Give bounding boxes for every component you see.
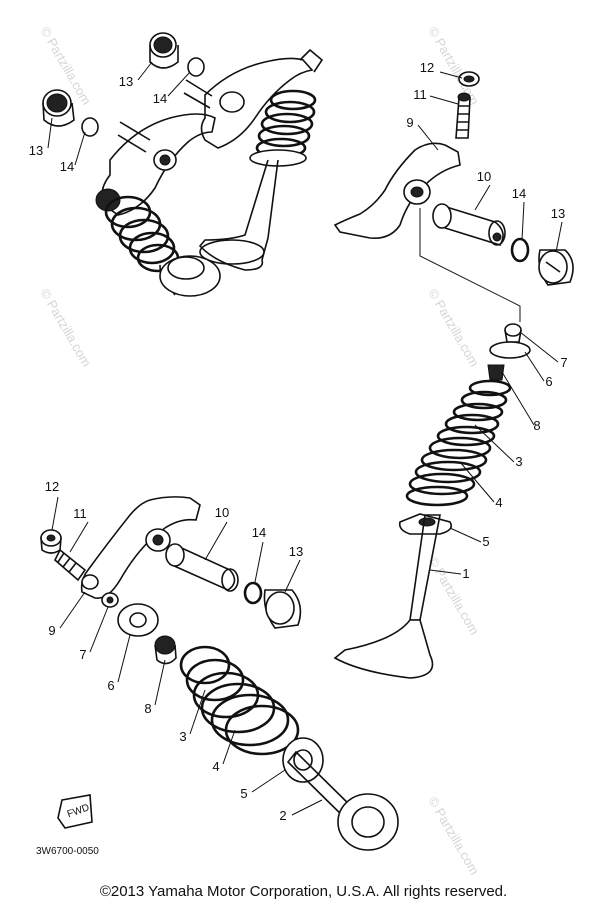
valve-spring-lower [95, 188, 180, 273]
callout-1: 1 [462, 566, 469, 581]
locknut-12-top [458, 71, 480, 87]
top-right-assembly [333, 71, 574, 322]
valve-cotter-7-right [504, 323, 522, 343]
valve-springs-bottom [179, 645, 300, 756]
callout-13: 13 [289, 544, 303, 559]
copyright-notice: ©2013 Yamaha Motor Corporation, U.S.A. A… [99, 883, 508, 900]
callout-6: 6 [107, 678, 114, 693]
callout-12: 12 [420, 60, 434, 75]
spring-retainer-6-bottom [117, 603, 159, 637]
callout-8: 8 [533, 418, 540, 433]
diagram-code: 3W6700-0050 [36, 846, 99, 857]
o-ring-14-lower [81, 117, 99, 137]
top-left-assembly [42, 32, 324, 297]
valve-upper [198, 159, 279, 271]
valve-2-exhaust [286, 750, 399, 851]
adjust-screw-11-bottom [54, 548, 87, 582]
callout-11: 11 [413, 87, 427, 102]
watermark: © Partzilla.com [425, 286, 482, 369]
callout-2: 2 [279, 808, 286, 823]
callout-13: 13 [119, 74, 133, 89]
leader-lines [47, 61, 563, 816]
stem-seal-8-right [487, 364, 505, 381]
cap-13-bottom [263, 589, 302, 629]
spring-seat-5-right [398, 513, 453, 535]
stem-seal-8-bottom [154, 635, 177, 665]
o-ring-14-top [510, 237, 530, 263]
callout-5: 5 [482, 534, 489, 549]
callout-14: 14 [153, 91, 167, 106]
callout-7: 7 [79, 647, 86, 662]
callout-4: 4 [495, 495, 502, 510]
valve-spring-upper [249, 89, 317, 167]
callout-6: 6 [545, 374, 552, 389]
watermark: © Partzilla.com [37, 286, 94, 369]
callout-14: 14 [512, 186, 526, 201]
bottom-left-assembly: FWD 3W6700-0050 [36, 496, 399, 857]
cap-13-upper [149, 32, 179, 69]
callout-7: 7 [560, 355, 567, 370]
rocker-arm-9-top [333, 142, 461, 240]
callout-10: 10 [477, 169, 491, 184]
watermark: © Partzilla.com [425, 794, 482, 877]
fwd-arrow-icon: FWD [57, 794, 93, 829]
o-ring-14-bottom [243, 581, 263, 605]
watermark: © Partzilla.com [425, 554, 482, 637]
callout-12: 12 [45, 479, 59, 494]
locknut-12-bottom [40, 529, 62, 554]
callout-10: 10 [215, 505, 229, 520]
callout-14: 14 [252, 525, 266, 540]
callout-13: 13 [29, 143, 43, 158]
callout-9: 9 [48, 623, 55, 638]
callout-13: 13 [551, 206, 565, 221]
callout-3: 3 [179, 729, 186, 744]
callout-8: 8 [144, 701, 151, 716]
valve-head-lower [159, 255, 221, 297]
right-valve-assembly [333, 323, 531, 679]
callout-9: 9 [406, 115, 413, 130]
callout-14: 14 [60, 159, 74, 174]
rocker-shaft-10-top [432, 203, 506, 246]
valve-1-intake [333, 514, 441, 679]
rocker-shaft-10-bottom [165, 543, 239, 592]
cap-13-top [538, 249, 574, 286]
callout-11: 11 [73, 506, 87, 521]
spring-retainer-6-right [489, 341, 531, 359]
callout-5: 5 [240, 786, 247, 801]
callout-4: 4 [212, 759, 219, 774]
valve-springs-right [405, 379, 512, 507]
o-ring-14-upper [187, 57, 205, 77]
cap-13-lower [42, 89, 75, 127]
rocker-arm-upper [200, 57, 314, 149]
adjust-screw-11-top [455, 92, 471, 139]
valve-cotter-7-bottom [101, 592, 119, 608]
callout-3: 3 [515, 454, 522, 469]
